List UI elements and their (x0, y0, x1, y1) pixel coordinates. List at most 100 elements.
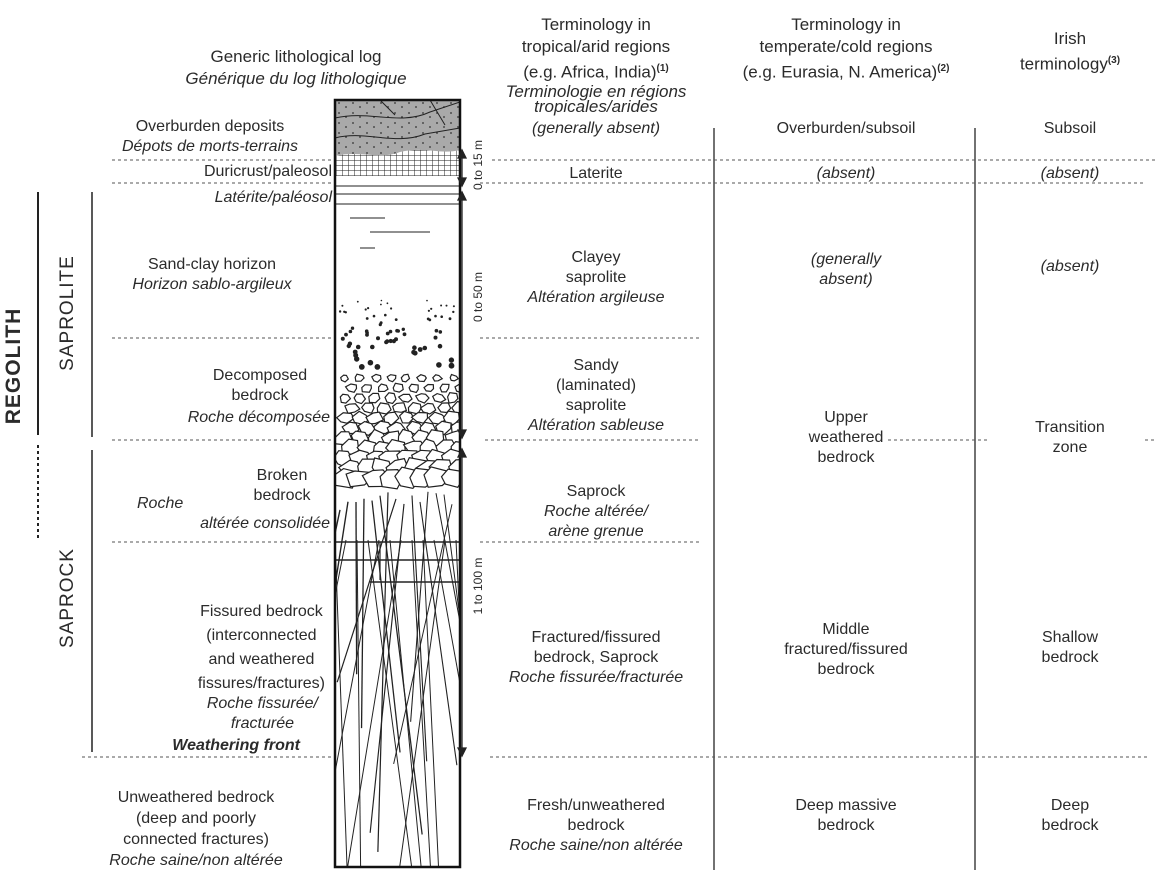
irish-sandclay: (absent) (1040, 258, 1100, 275)
sand-grain (367, 307, 370, 310)
irish-subsoil: Subsoil (1043, 120, 1097, 137)
temperate-middle: Middle fractured/fissured bedrock (784, 620, 908, 680)
sand-grain (340, 336, 345, 341)
fissured-en4: fissures/fractures) (197, 675, 325, 692)
rock-fragment (365, 411, 385, 425)
zone-boundaries (82, 159, 1155, 758)
rock-fragment (398, 410, 415, 424)
middle-1: Middle (822, 621, 870, 638)
tropical-fresh: Fresh/unweathered bedrock Roche saine/no… (509, 796, 682, 856)
temperate-header: Terminology in temperate/cold regions (e… (743, 14, 950, 84)
upper-1: Upper (824, 409, 868, 426)
sand-grain (402, 332, 407, 337)
temperate-deep: Deep massive bedrock (795, 796, 896, 836)
weathering-front-label: Weathering front (172, 737, 300, 754)
rock-fragment (419, 402, 437, 415)
rock-fragment (423, 383, 435, 393)
fractured-1: Fractured/fissured (531, 629, 661, 646)
temperate-sandclay-1: (generally (810, 251, 882, 268)
fresh-1: Fresh/unweathered (527, 797, 665, 814)
tropical-header-line3: (e.g. Africa, India)(1) (506, 58, 687, 84)
sand-grain (356, 300, 359, 303)
fracture-line (360, 498, 365, 729)
sand-grain (426, 299, 428, 302)
sandclay-fr: Horizon sablo-argileux (132, 276, 292, 293)
sandy-1: Sandy (573, 357, 619, 374)
sand-grain (380, 299, 383, 302)
sand-grain (374, 364, 381, 370)
temperate-header-line2: temperate/cold regions (759, 37, 933, 56)
rock-fragment (431, 392, 447, 403)
middle-3: bedrock (817, 661, 875, 678)
sand-grain (433, 335, 438, 340)
lithological-log (333, 98, 462, 869)
fracture-line (335, 501, 349, 591)
saprock-fr1: Roche altérée/ (543, 503, 649, 520)
fractured-fr: Roche fissurée/fracturée (508, 669, 684, 686)
sand-grain (448, 317, 452, 321)
fractured-2: bedrock, Saprock (533, 649, 659, 666)
sand-grain (395, 328, 399, 333)
sand-grain (358, 364, 365, 370)
temperate-sandclay: (generally absent) (811, 250, 881, 290)
rock-fragment (377, 383, 389, 393)
rock-fragment (408, 383, 419, 394)
fissured-fr1: Roche fissurée/ (206, 695, 318, 712)
fresh-fr: Roche saine/non altérée (509, 837, 683, 854)
depth-1-100: 1 to 100 m (471, 557, 485, 615)
sand-grain (422, 345, 428, 351)
decomposed-en1: Decomposed (212, 367, 308, 384)
tropical-overburden: (generally absent) (531, 120, 661, 137)
sand-grain (350, 326, 355, 330)
fracture-line (433, 539, 460, 687)
sand-grain (430, 307, 433, 310)
fracture-line (347, 539, 402, 867)
sand-grain (391, 339, 396, 344)
sand-grain (426, 317, 430, 321)
fracture-line (399, 539, 446, 867)
tropical-header-fr2: tropicales/arides (534, 96, 658, 116)
fracture-line (455, 539, 460, 638)
sand-grain (411, 349, 416, 355)
rock-fragment (432, 374, 444, 382)
tropical-footnote: (1) (656, 63, 669, 74)
label-broken: Broken bedrock (254, 466, 311, 506)
sand-grain (452, 310, 455, 314)
irish-deep-1: Deep (1050, 797, 1090, 814)
irish-footnote: (3) (1107, 55, 1121, 66)
sand-grain (388, 338, 393, 344)
unweathered-en2: (deep and poorly (135, 810, 257, 827)
sand-grain (394, 318, 398, 321)
middle-2: fractured/fissured (784, 641, 908, 658)
broken-fr1: Roche (137, 495, 184, 512)
sand-grain (448, 357, 455, 363)
sand-grain (384, 340, 389, 345)
sand-grain (372, 314, 376, 318)
temperate-example: (e.g. Eurasia, N. America) (742, 62, 938, 82)
tropical-example: (e.g. Africa, India) (523, 62, 657, 82)
sand-grain (440, 304, 443, 307)
decomposed-fr: Roche décomposée (187, 409, 330, 426)
saprock-label: SAPROCK (57, 548, 78, 648)
rock-fragment (384, 392, 397, 405)
irish-shallow: Shallow bedrock (1042, 628, 1099, 668)
sand-grain (412, 345, 417, 351)
fracture-line (459, 490, 460, 494)
fracture-line (422, 539, 440, 867)
sand-grain (355, 344, 361, 350)
fissured-en1: Fissured bedrock (200, 603, 323, 620)
tropical-saprock: Saprock Roche altérée/ arène grenue (544, 482, 648, 542)
shallow-1: Shallow (1041, 629, 1099, 646)
rock-fragment (354, 373, 365, 382)
fracture-line (411, 539, 431, 867)
tropical-header-line1: Terminology in (541, 15, 651, 34)
label-decomposed: Decomposed bedrock (213, 366, 307, 406)
clayey-1: Clayey (571, 249, 621, 266)
unweathered-en3: connected fractures) (123, 831, 269, 848)
rock-fragment (340, 374, 350, 383)
sand-grain (448, 362, 455, 369)
fracture-line (411, 495, 428, 762)
transition-1: Transition (1035, 419, 1105, 436)
fracture-line (367, 539, 413, 867)
depth-0-15: 0 to 15 m (471, 139, 485, 191)
